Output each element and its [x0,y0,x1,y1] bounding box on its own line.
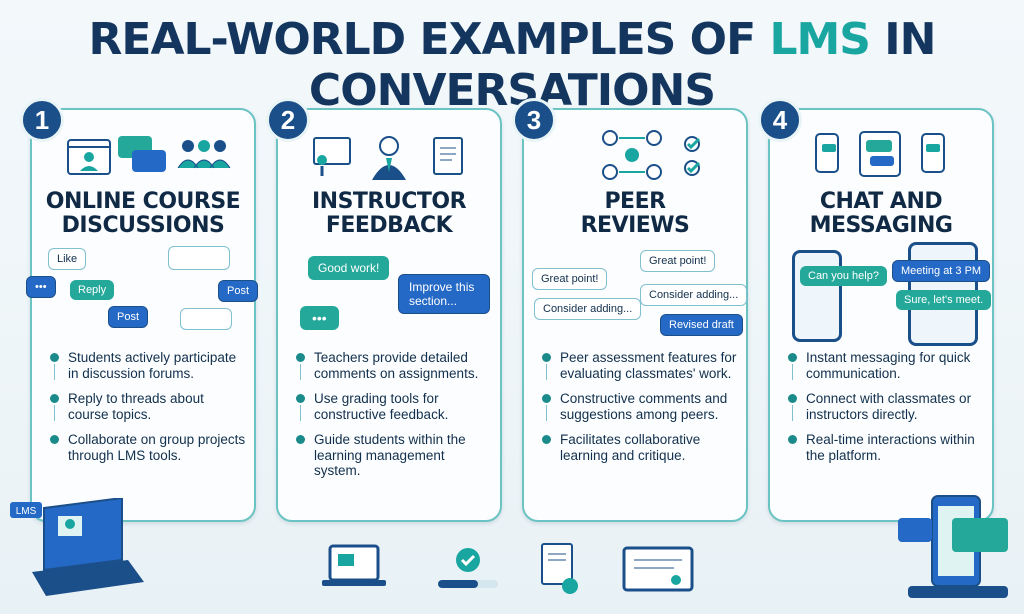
post-bubble: Post [108,306,149,328]
post-bubble-2: Post [218,280,259,302]
chat-icons [815,131,945,177]
bullet-item: Instant messaging for quick communicatio… [786,350,984,381]
revised-draft-bubble: Revised draft [660,314,743,336]
peer-icons [602,130,701,180]
bullet-list: Instant messaging for quick communicatio… [786,350,984,473]
page-title: REAL-WORLD EXAMPLES OF LMS IN CONVERSATI… [88,14,937,116]
great-point-bubble-2: Great point! [532,268,608,290]
meeting-bubble: Meeting at 3 PM [892,260,991,282]
bullet-item: Students actively participate in discuss… [48,350,246,381]
teacher-icon [372,136,406,180]
sure-bubble: Sure, let's meet. [896,290,992,310]
bullet-item: Use grading tools for constructive feedb… [294,391,492,422]
bullet-item: Facilitates collaborative learning and c… [540,432,738,463]
bullet-item: Guide students within the learning manag… [294,432,492,479]
card-number: 3 [512,98,556,142]
like-bubble: Like [48,248,87,270]
devices-illustration [898,495,1008,598]
bullet-item: Collaborate on group projects through LM… [48,432,246,463]
card-number: 4 [758,98,802,142]
bullet-list: Peer assessment features for evaluating … [540,350,738,473]
card-number: 2 [266,98,310,142]
improve-bubble: Improve this section... [398,274,490,314]
phone-icon-2 [921,133,945,173]
presentation-board-icon [313,137,351,176]
laptop-lms-illustration: LMS [10,498,144,596]
bullet-item: Real-time interactions within the platfo… [786,432,984,463]
consider-adding-bubble-2: Consider adding... [534,298,642,320]
diploma-icon [622,546,694,592]
consider-adding-bubble: Consider adding... [640,284,748,306]
dots-bubble: ••• [300,306,339,330]
document-icon [433,137,463,175]
bullet-list: Students actively participate in discuss… [48,350,246,473]
bullet-item: Peer assessment features for evaluating … [540,350,738,381]
lms-label: LMS [16,506,37,517]
good-work-bubble: Good work! [308,256,390,280]
checkmark-icon [684,136,701,176]
group-icon [177,140,231,169]
progress-check-icon [438,548,498,588]
instructor-icons [313,136,463,180]
tablet-chat-icon [859,131,901,177]
dots-bubble: ••• [26,276,56,298]
bullet-item: Teachers provide detailed comments on as… [294,350,492,381]
bullet-item: Constructive comments and suggestions am… [540,391,738,422]
discussion-icons [67,136,231,175]
bullet-list: Teachers provide detailed comments on as… [294,350,492,489]
peer-exchange-icon [602,130,662,180]
certificate-document-icon [541,543,578,594]
laptop-icon [322,544,386,586]
can-you-help-bubble: Can you help? [800,266,887,286]
great-point-bubble: Great point! [640,250,716,272]
card-number: 1 [20,98,64,142]
bullet-item: Reply to threads about course topics. [48,391,246,422]
lms-tag [10,502,42,518]
phone-icon [815,133,839,173]
bullet-item: Connect with classmates or instructors d… [786,391,984,422]
comment-card-icon-2 [180,308,232,330]
comment-card-icon [168,246,230,270]
reply-bubble: Reply [70,280,115,300]
phone-left [792,250,842,342]
chat-bubbles-icon [118,136,166,172]
browser-user-icon [67,139,111,175]
footer-icons [322,543,694,594]
